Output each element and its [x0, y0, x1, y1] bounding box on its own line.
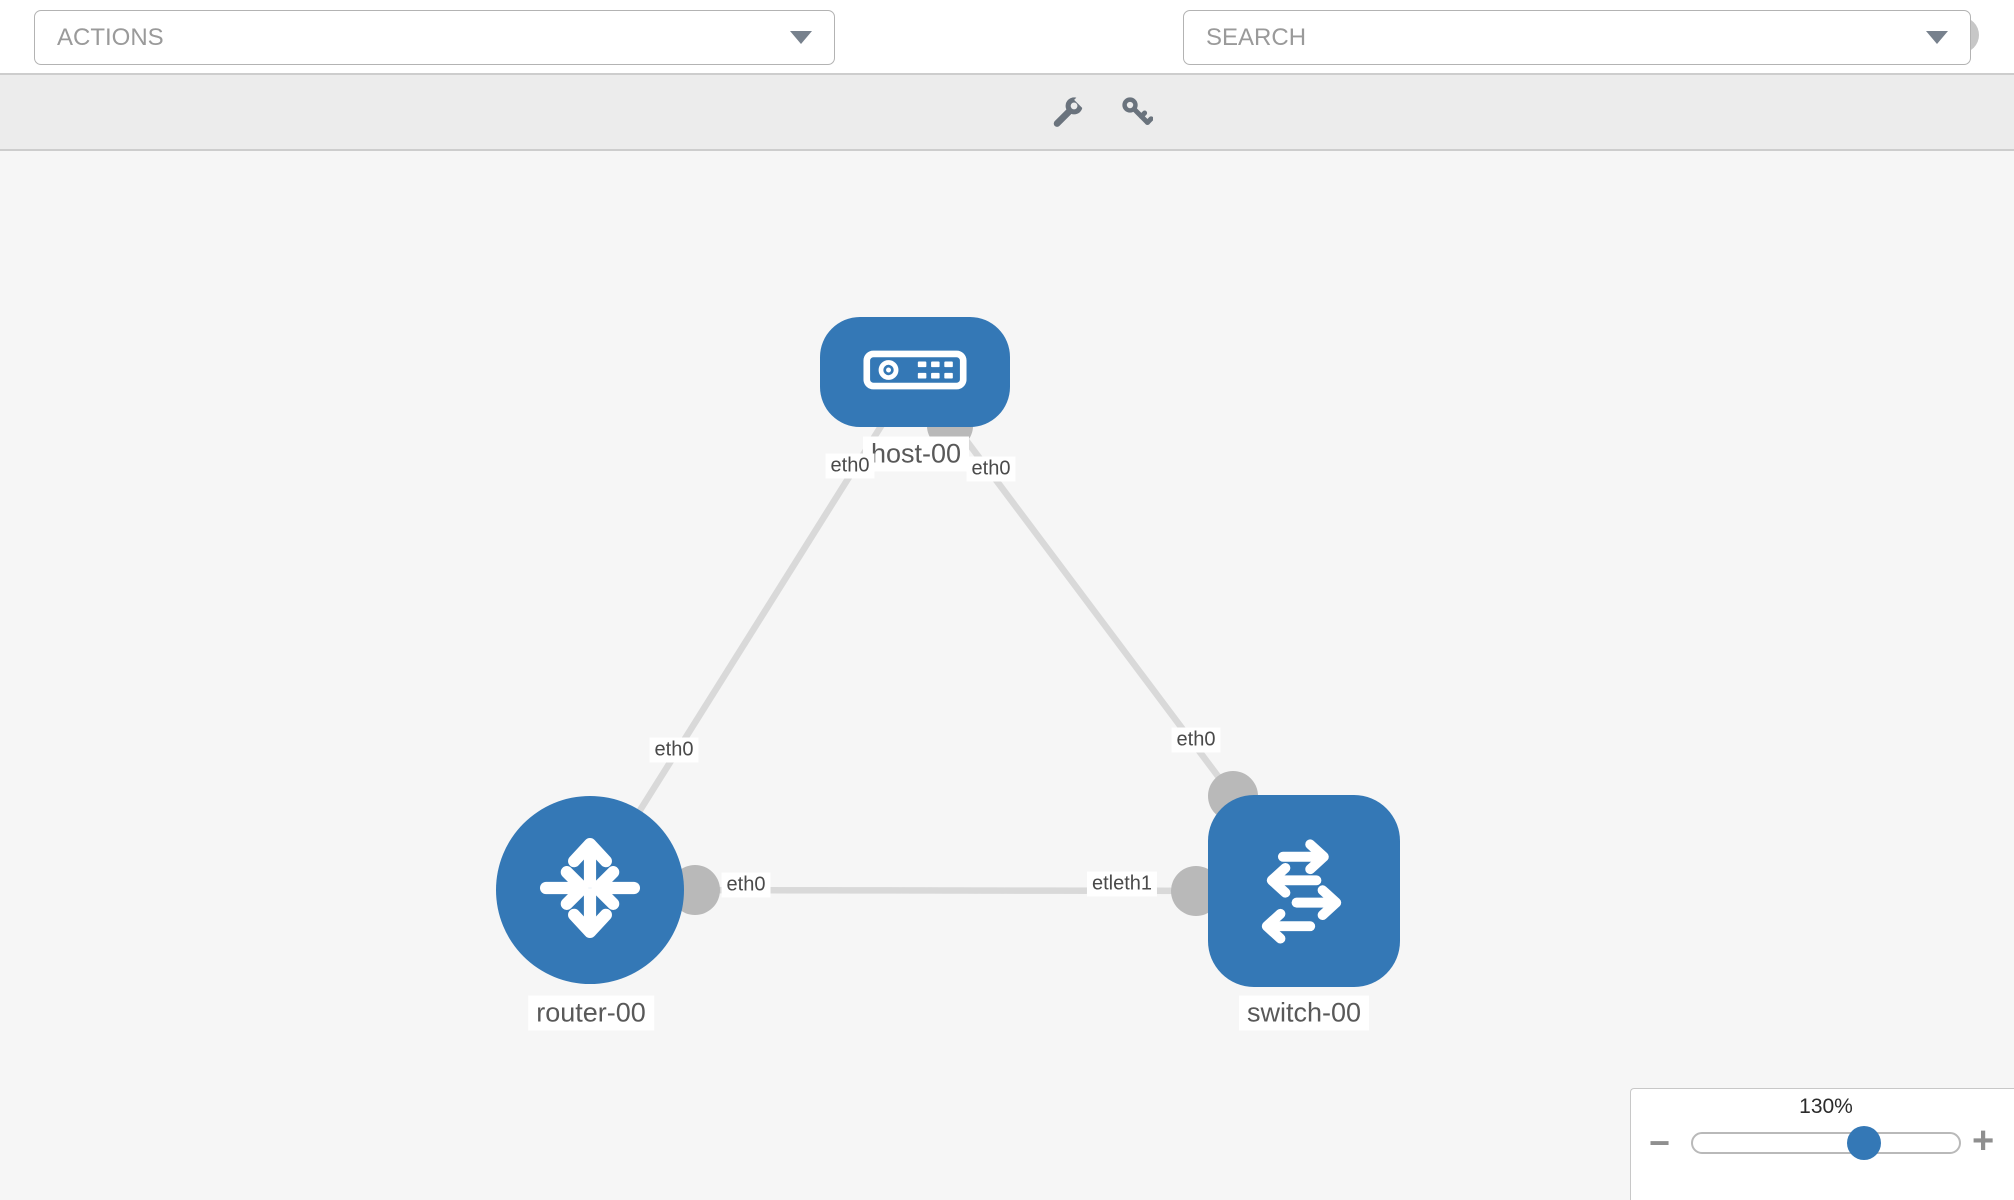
zoom-level-label: 130% — [1799, 1095, 1853, 1118]
interface-label: eth0 — [721, 872, 771, 898]
chevron-down-icon — [1926, 31, 1948, 44]
zoom-slider-track[interactable] — [1691, 1132, 1961, 1154]
node-switch-00[interactable] — [1208, 795, 1400, 987]
node-label-router-00: router-00 — [528, 995, 654, 1031]
host-icon — [863, 350, 967, 395]
actions-dropdown-label: ACTIONS — [57, 23, 164, 51]
interface-label: eth0 — [649, 737, 699, 763]
chevron-down-icon — [790, 31, 812, 44]
router-icon — [529, 827, 651, 954]
tools-button[interactable] — [1048, 93, 1091, 134]
node-router-00[interactable] — [496, 796, 684, 984]
node-label-host-00: host-00 — [862, 436, 970, 472]
interface-label: eth0 — [1171, 727, 1221, 753]
search-dropdown-label: SEARCH — [1206, 23, 1307, 51]
interface-label: etleth1 — [1086, 871, 1158, 897]
zoom-out-button[interactable]: − — [1649, 1122, 1671, 1163]
key-button[interactable] — [1116, 94, 1156, 134]
interface-label: eth0 — [966, 456, 1016, 482]
toolbar — [0, 75, 2014, 151]
switch-icon — [1242, 827, 1366, 956]
interface-label: eth0 — [825, 453, 875, 479]
wrench-icon — [1051, 93, 1091, 134]
zoom-in-button[interactable]: + — [1972, 1120, 1995, 1162]
search-dropdown[interactable]: SEARCH — [1183, 10, 1971, 65]
node-host-00[interactable] — [820, 317, 1010, 427]
zoom-panel: 130% − + — [1630, 1088, 2014, 1200]
key-icon — [1120, 95, 1154, 133]
zoom-slider-knob[interactable] — [1847, 1126, 1881, 1160]
actions-dropdown[interactable]: ACTIONS — [34, 10, 835, 65]
node-label-switch-00: switch-00 — [1238, 995, 1370, 1031]
